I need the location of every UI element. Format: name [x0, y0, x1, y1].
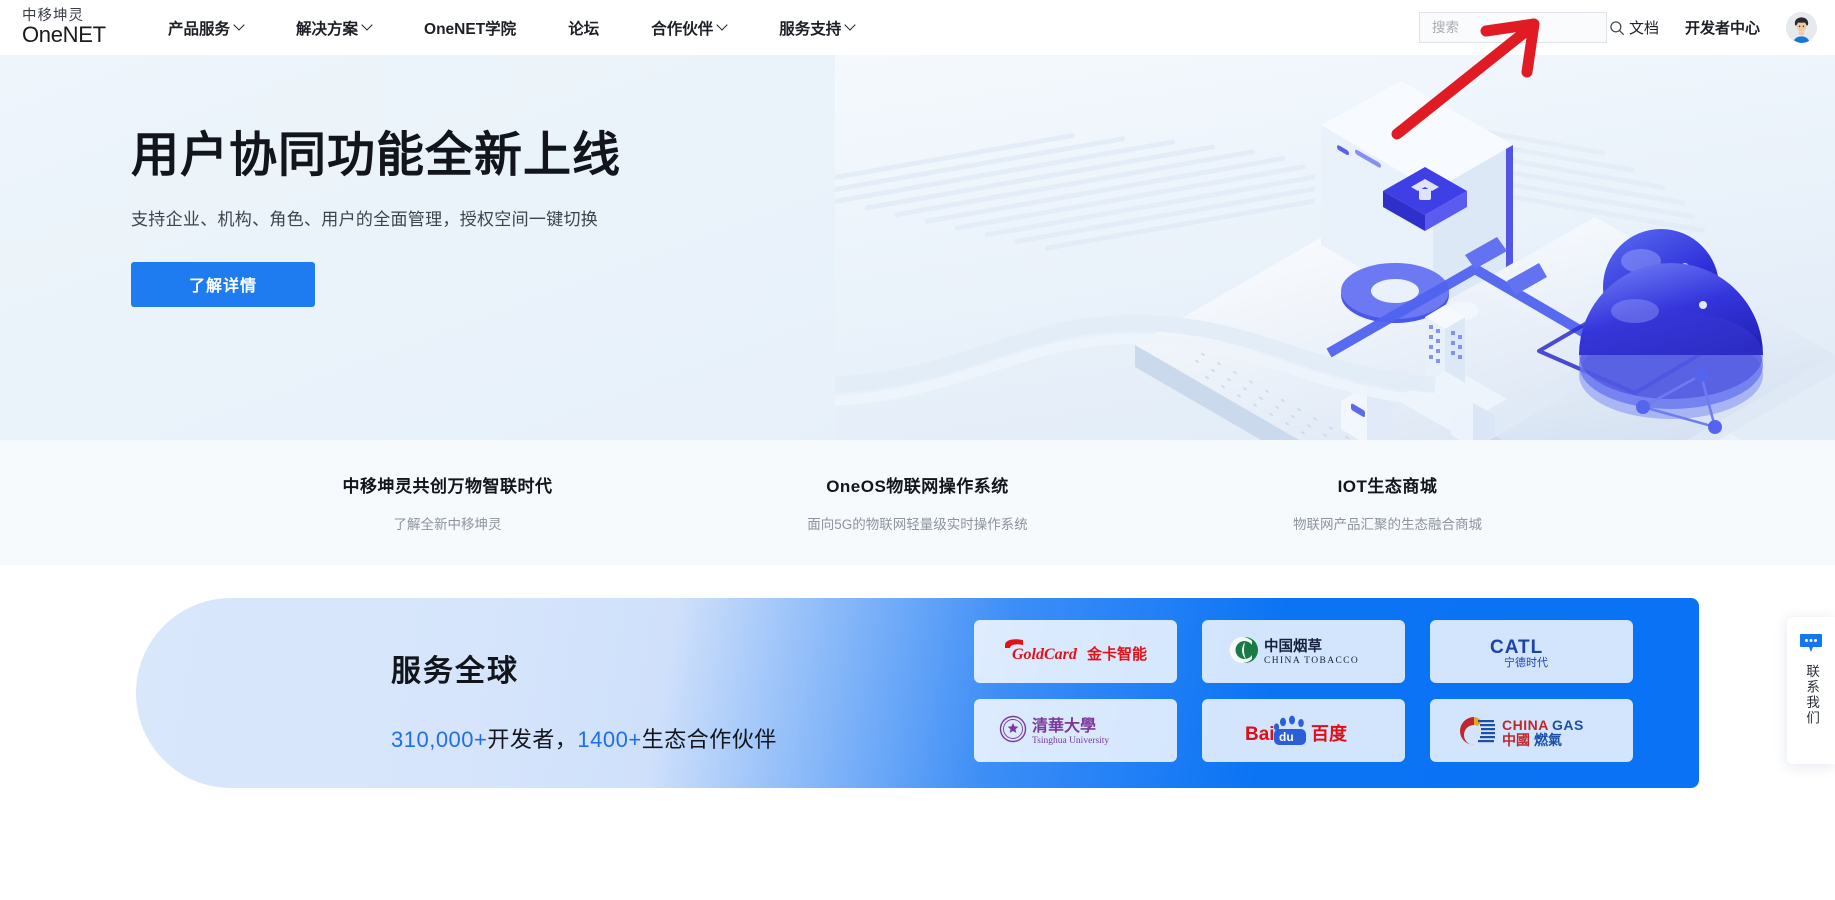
- header-link-developer-center[interactable]: 开发者中心: [1684, 20, 1760, 37]
- nav-item-label: 合作伙伴: [651, 20, 714, 38]
- baidu-icon: Bai du 百度: [1245, 715, 1348, 745]
- search-icon[interactable]: [1609, 20, 1625, 36]
- nav-item-academy[interactable]: OneNET学院: [398, 17, 542, 39]
- partner-logo-tsinghua[interactable]: 清華大學 Tsinghua University: [974, 699, 1177, 762]
- hero-title: 用户协同功能全新上线: [131, 129, 622, 182]
- brand-logo[interactable]: 中移坤灵 OneNET: [22, 9, 108, 47]
- svg-text:中國: 中國: [1502, 732, 1530, 748]
- feature-subtitle: 面向5G的物联网轻量级实时操作系统: [807, 517, 1028, 532]
- feature-strip: 中移坤灵共创万物智联时代 了解全新中移坤灵 OneOS物联网操作系统 面向5G的…: [0, 440, 1835, 565]
- feature-card-iot-mall[interactable]: IOT生态商城 物联网产品汇聚的生态融合商城: [1153, 472, 1623, 533]
- nav-item-label: 产品服务: [168, 20, 231, 38]
- chat-bubble-icon: [1800, 634, 1822, 652]
- search-box[interactable]: [1418, 12, 1624, 43]
- service-banner-section: 服务全球 310,000+开发者，1400+生态合作伙伴 GoldCard 金卡…: [0, 565, 1835, 900]
- hero-subtitle: 支持企业、机构、角色、用户的全面管理，授权空间一键切换: [131, 209, 599, 229]
- service-banner-stats: 310,000+开发者，1400+生态合作伙伴: [391, 722, 777, 754]
- stat-developers-number: 310,000+: [391, 727, 488, 752]
- chevron-down-icon: [235, 21, 244, 30]
- svg-text:GoldCard: GoldCard: [1012, 646, 1078, 663]
- feature-card-oneos[interactable]: OneOS物联网操作系统 面向5G的物联网轻量级实时操作系统: [683, 472, 1153, 533]
- header-link-docs[interactable]: 文档: [1628, 20, 1659, 37]
- svg-text:宁德时代: 宁德时代: [1504, 655, 1548, 669]
- hero-copy: 用户协同功能全新上线 支持企业、机构、角色、用户的全面管理，授权空间一键切换 了…: [131, 129, 622, 307]
- feature-title: OneOS物联网操作系统: [826, 477, 1009, 496]
- goldcard-icon: GoldCard 金卡智能: [1004, 638, 1147, 663]
- svg-text:中国烟草: 中国烟草: [1264, 637, 1322, 655]
- site-header: 中移坤灵 OneNET 产品服务 解决方案 OneNET学院 论坛 合作伙伴: [0, 0, 1835, 55]
- partner-logo-china-gas[interactable]: CHINA GAS 中國 燃氣: [1430, 699, 1633, 762]
- brand-logo-cn: 中移坤灵: [22, 7, 84, 24]
- nav-item-label: 解决方案: [296, 20, 359, 38]
- nav-item-solutions[interactable]: 解决方案: [270, 17, 398, 39]
- stat-partners-label: 生态合作伙伴: [641, 727, 777, 752]
- feature-title: IOT生态商城: [1337, 477, 1438, 496]
- stat-partners-number: 1400+: [577, 727, 642, 752]
- china-tobacco-icon: 中国烟草 CHINA TOBACCO: [1229, 636, 1359, 666]
- svg-text:金卡智能: 金卡智能: [1086, 645, 1147, 663]
- feature-subtitle: 物联网产品汇聚的生态融合商城: [1293, 517, 1482, 532]
- service-banner-title: 服务全球: [391, 655, 519, 688]
- china-gas-icon: CHINA GAS 中國 燃氣: [1459, 716, 1584, 748]
- hero-banner: 用户协同功能全新上线 支持企业、机构、角色、用户的全面管理，授权空间一键切换 了…: [0, 55, 1835, 440]
- main-navigation: 产品服务 解决方案 OneNET学院 论坛 合作伙伴 服务支持: [142, 17, 881, 39]
- brand-logo-en: OneNET: [22, 22, 106, 48]
- service-banner-copy: 服务全球 310,000+开发者，1400+生态合作伙伴: [391, 646, 777, 754]
- nav-item-label: 服务支持: [779, 20, 842, 38]
- header-right-actions: 文档 开发者中心: [1418, 12, 1835, 43]
- partner-logo-goldcard[interactable]: GoldCard 金卡智能: [974, 620, 1177, 683]
- catl-icon: CATL 宁德时代: [1490, 637, 1548, 669]
- svg-text:燃氣: 燃氣: [1534, 732, 1562, 748]
- feature-title: 中移坤灵共创万物智联时代: [342, 477, 553, 496]
- svg-text:du: du: [1279, 730, 1294, 744]
- partner-logo-grid: GoldCard 金卡智能 中国烟草 CHINA TOBACCO: [974, 620, 1633, 762]
- svg-text:清華大學: 清華大學: [1032, 716, 1096, 735]
- service-banner: 服务全球 310,000+开发者，1400+生态合作伙伴 GoldCard 金卡…: [136, 598, 1699, 788]
- nav-item-partners[interactable]: 合作伙伴: [625, 17, 753, 39]
- contact-us-label: 联系我们: [1804, 664, 1820, 726]
- stat-developers-label: 开发者，: [487, 727, 578, 752]
- nav-item-forum[interactable]: 论坛: [542, 17, 625, 39]
- svg-text:CATL: CATL: [1490, 637, 1543, 658]
- svg-text:Bai: Bai: [1245, 724, 1275, 745]
- nav-item-label: OneNET学院: [424, 20, 517, 38]
- search-input[interactable]: [1431, 20, 1609, 35]
- svg-text:CHINA TOBACCO: CHINA TOBACCO: [1264, 656, 1359, 666]
- hero-cta-button[interactable]: 了解详情: [131, 261, 315, 307]
- nav-item-label: 论坛: [568, 20, 600, 38]
- svg-text:Tsinghua University: Tsinghua University: [1032, 736, 1109, 746]
- feature-card-kunling[interactable]: 中移坤灵共创万物智联时代 了解全新中移坤灵: [213, 472, 683, 533]
- hero-illustration: [835, 55, 1835, 440]
- svg-text:CHINA: CHINA: [1502, 717, 1549, 733]
- tsinghua-university-icon: 清華大學 Tsinghua University: [999, 715, 1109, 746]
- nav-item-products[interactable]: 产品服务: [142, 17, 270, 39]
- chevron-down-icon: [846, 21, 855, 30]
- svg-text:GAS: GAS: [1552, 717, 1584, 733]
- feature-subtitle: 了解全新中移坤灵: [393, 517, 502, 532]
- partner-logo-china-tobacco[interactable]: 中国烟草 CHINA TOBACCO: [1202, 620, 1405, 683]
- nav-item-support[interactable]: 服务支持: [753, 17, 881, 39]
- contact-us-widget[interactable]: 联系我们: [1787, 617, 1835, 764]
- partner-logo-catl[interactable]: CATL 宁德时代: [1430, 620, 1633, 683]
- svg-text:百度: 百度: [1311, 723, 1348, 744]
- avatar[interactable]: [1786, 12, 1817, 43]
- partner-logo-baidu[interactable]: Bai du 百度: [1202, 699, 1405, 762]
- chevron-down-icon: [718, 21, 727, 30]
- chevron-down-icon: [363, 21, 372, 30]
